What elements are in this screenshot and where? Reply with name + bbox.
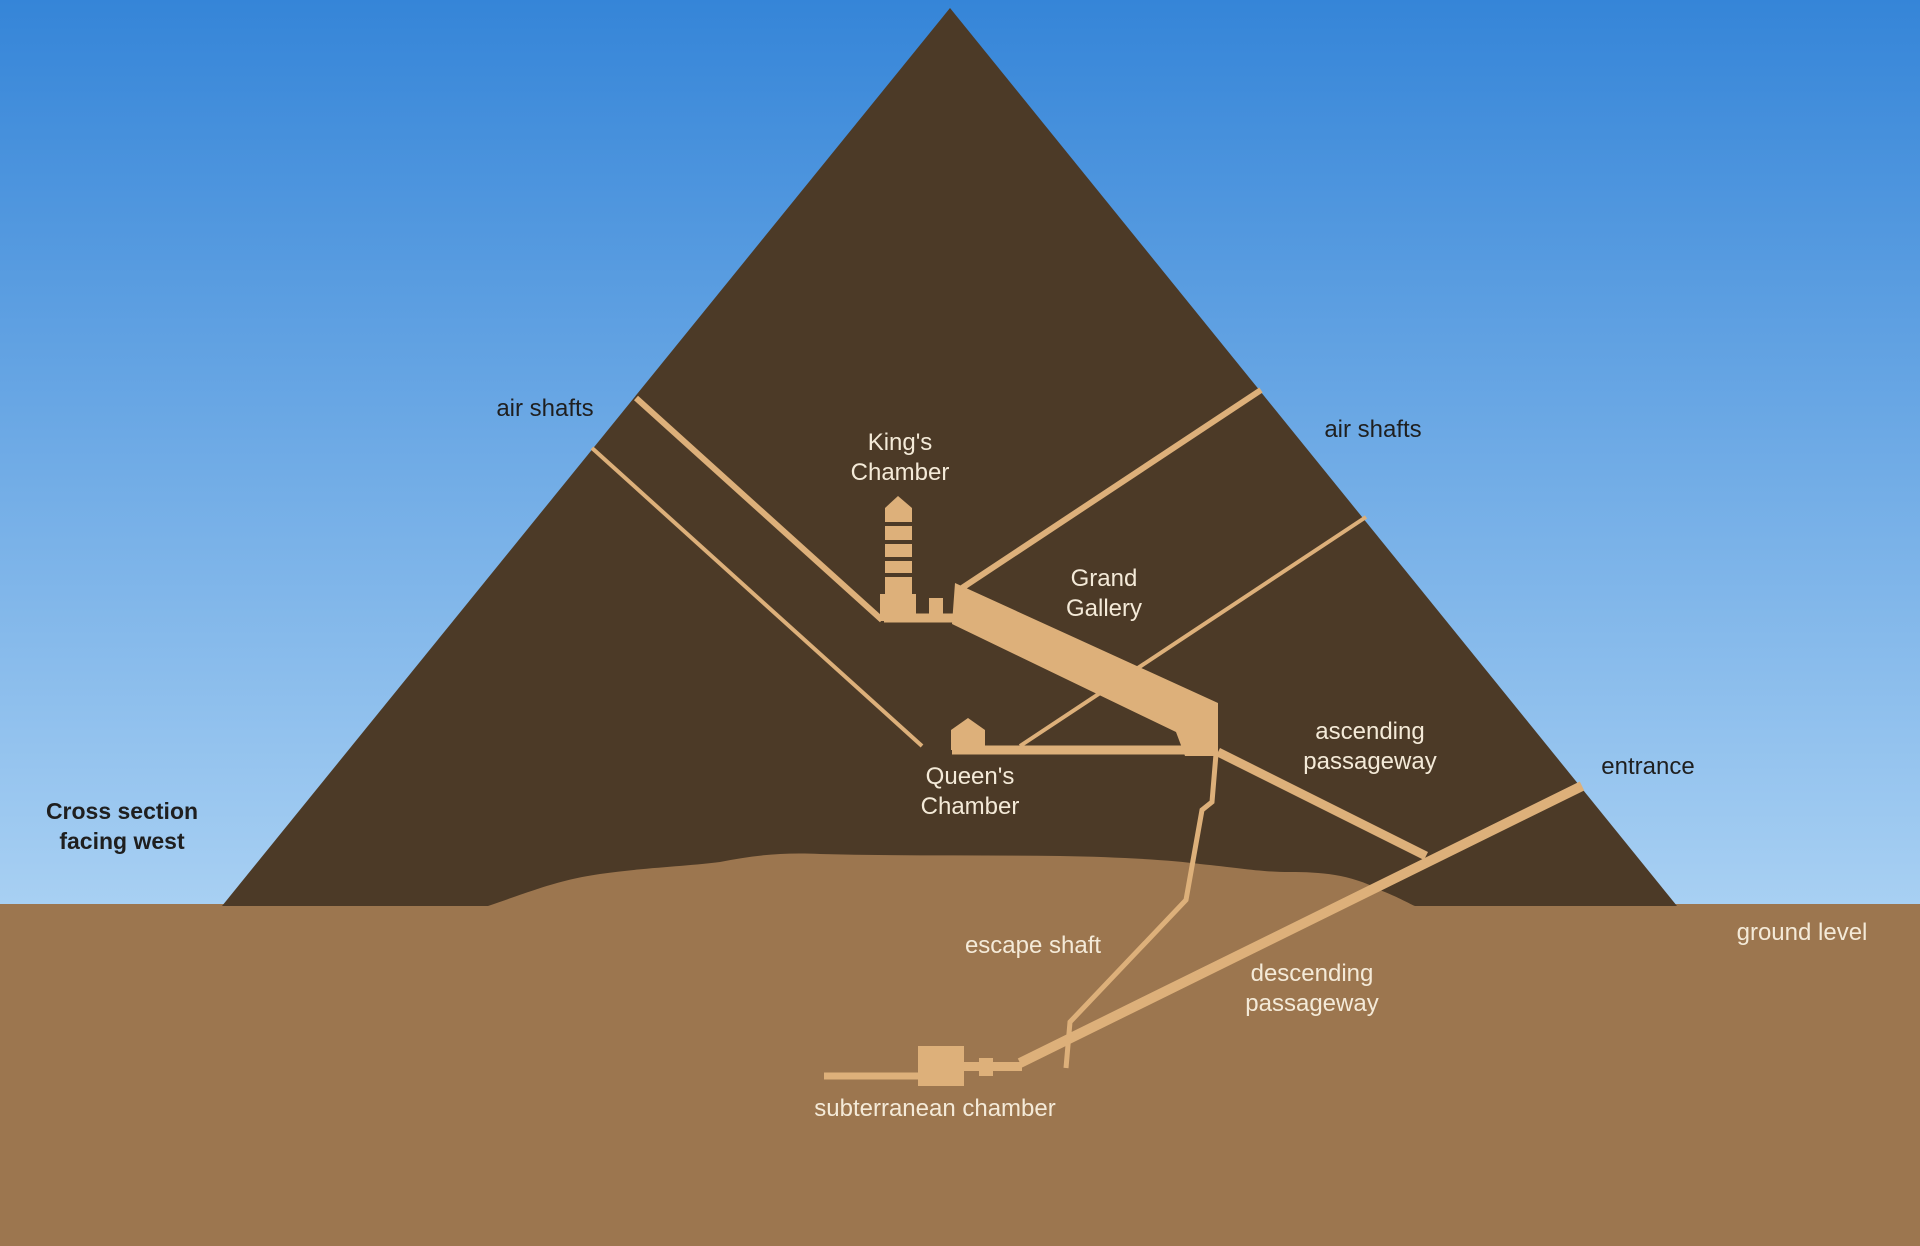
- air-shaft-queens-north: [590, 446, 924, 748]
- queens-chamber-room: [951, 718, 985, 750]
- label-air-shafts-right: air shafts: [1324, 416, 1422, 443]
- label-queens-chamber: Queen's Chamber: [920, 763, 1020, 820]
- label-air-shafts-left: air shafts: [496, 395, 594, 422]
- bedrock-mound: [488, 853, 1415, 906]
- subterranean-connector: [960, 1062, 1022, 1071]
- ascending-passageway-path: [1215, 747, 1429, 861]
- grand-gallery-shape: [952, 583, 1218, 756]
- label-escape-shaft: escape shaft: [964, 932, 1102, 959]
- kings-antechamber: [929, 598, 943, 618]
- air-shaft-kings-south: [960, 387, 1263, 591]
- label-ascending-passageway: ascending passageway: [1303, 718, 1437, 775]
- label-descending-passageway: descending passageway: [1245, 960, 1379, 1017]
- label-kings-chamber: King's Chamber: [850, 429, 950, 486]
- kings-relieving-stack: [885, 508, 912, 596]
- label-grand-gallery: Grand Gallery: [1065, 565, 1143, 622]
- label-ground-level: ground level: [1736, 919, 1868, 946]
- air-shaft-queens-south: [1018, 515, 1368, 748]
- escape-shaft-path: [1063, 753, 1219, 1069]
- air-shaft-kings-north: [633, 395, 885, 623]
- pyramid-body: [222, 8, 1677, 906]
- label-cross-section: Cross section facing west: [45, 798, 199, 854]
- label-subterranean-chamber: subterranean chamber: [814, 1095, 1056, 1122]
- kings-stack-top: [885, 496, 912, 508]
- kings-chamber-room: [880, 594, 916, 621]
- descending-passageway-path: [1017, 781, 1585, 1068]
- subterranean-chamber-room: [918, 1046, 964, 1086]
- label-entrance: entrance: [1601, 753, 1695, 780]
